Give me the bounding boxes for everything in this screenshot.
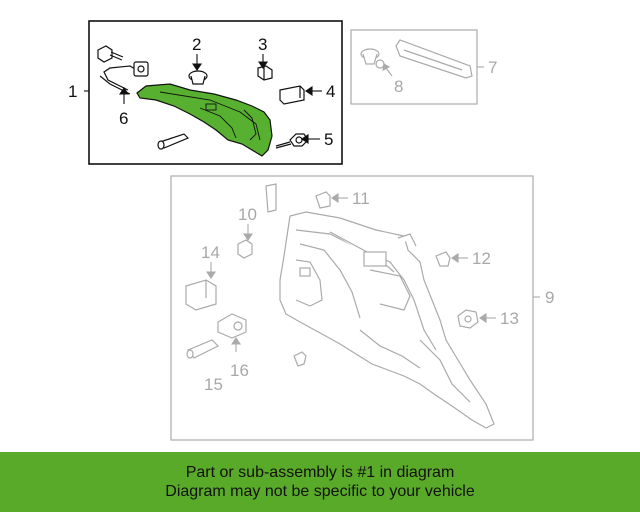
screw-5 [275,133,309,149]
callout-16: 16 [230,361,249,380]
part-small-clip [293,351,307,367]
callout-1: 1 [68,82,77,101]
part-16 [217,313,247,339]
info-banner: Part or sub-assembly is #1 in diagram Di… [0,452,640,512]
part-15 [186,339,220,359]
part-12 [435,251,451,267]
callout-5: 5 [324,130,333,149]
callout-14: 14 [201,243,220,262]
callout-11: 11 [352,189,370,208]
leader-lines-7-8 [382,63,484,77]
rail-part-7 [395,39,473,79]
part-14 [185,279,217,311]
banner-line-2: Diagram may not be specific to your vehi… [165,483,475,500]
parts-diagram: 1 2 3 4 5 6 7 8 9 10 11 12 13 14 15 16 [68,20,554,441]
trim-panel-9 [279,211,495,429]
leader-lines-primary [84,54,322,145]
callout-6: 6 [119,109,128,128]
callout-9: 9 [545,288,554,307]
bolt-top-left [97,45,124,63]
part-13 [457,309,479,329]
part-panel-tab [265,183,277,213]
pin-part [157,133,190,150]
callout-3: 3 [258,35,267,54]
banner-line-1: Part or sub-assembly is #1 in diagram [185,464,455,481]
callout-2: 2 [192,35,201,54]
callout-4: 4 [326,82,335,101]
clip-part-8 [360,48,385,69]
callout-7: 7 [488,58,497,77]
callout-12: 12 [472,249,491,268]
callout-15: 15 [204,375,223,394]
leader-lines-secondary [205,192,540,352]
clip-2 [188,70,208,85]
part-9-box [170,175,534,441]
clip-3 [257,65,273,81]
part-11 [315,191,331,209]
part-10 [237,239,253,259]
callout-13: 13 [500,309,519,328]
callout-10: 10 [238,205,257,224]
callout-8: 8 [394,77,403,96]
assembly-box [88,20,343,165]
trim-panel-highlight[interactable] [136,83,273,157]
cover-4 [279,85,305,105]
